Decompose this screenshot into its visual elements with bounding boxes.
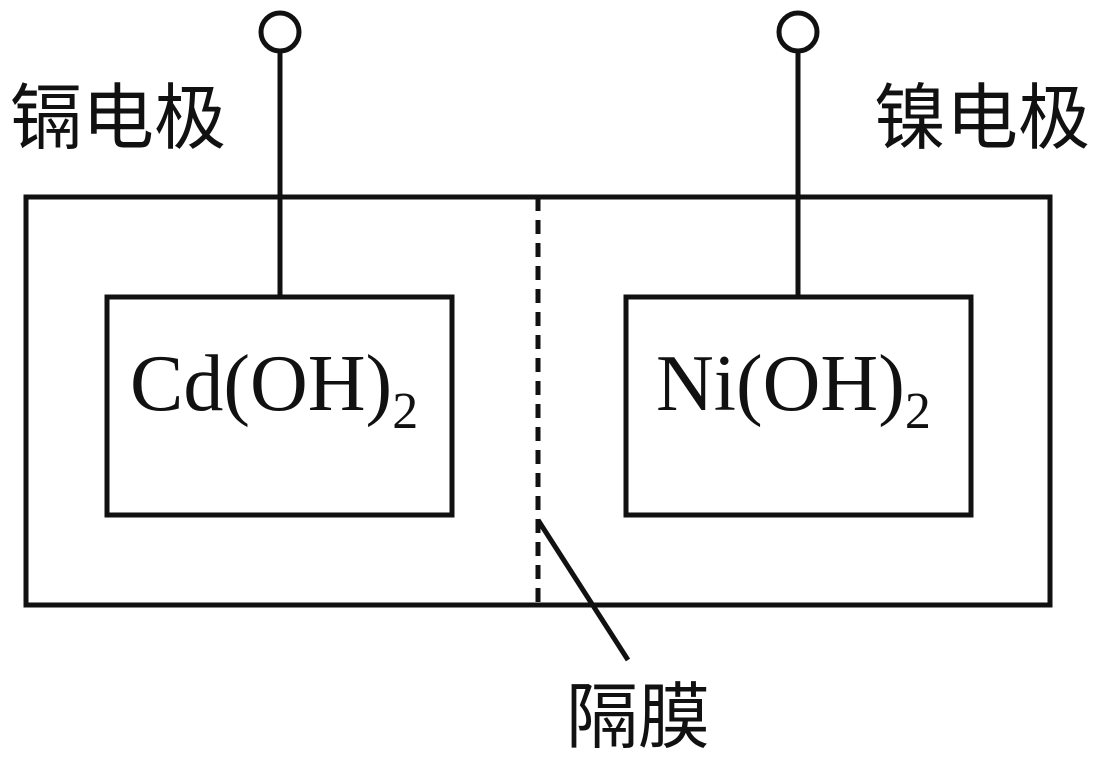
cadmium-formula-subscript: 2 [392,383,418,440]
nickel-formula-main: Ni(OH) [656,340,905,428]
separator-leader-line [535,518,631,662]
separator-label: 隔膜 [566,675,710,759]
nickel-terminal [776,10,820,54]
nickel-formula-subscript: 2 [905,383,931,440]
nickel-formula: Ni(OH)2 [656,340,931,440]
cadmium-electrode-plate [104,294,455,518]
cadmium-formula-main: Cd(OH) [130,340,392,428]
cadmium-terminal [258,10,302,54]
cadmium-electrode-label: 镉电极 [10,76,226,160]
nickel-electrode-label: 镍电极 [874,76,1090,160]
nickel-electrode-plate [623,294,974,518]
cadmium-formula: Cd(OH)2 [130,340,418,440]
